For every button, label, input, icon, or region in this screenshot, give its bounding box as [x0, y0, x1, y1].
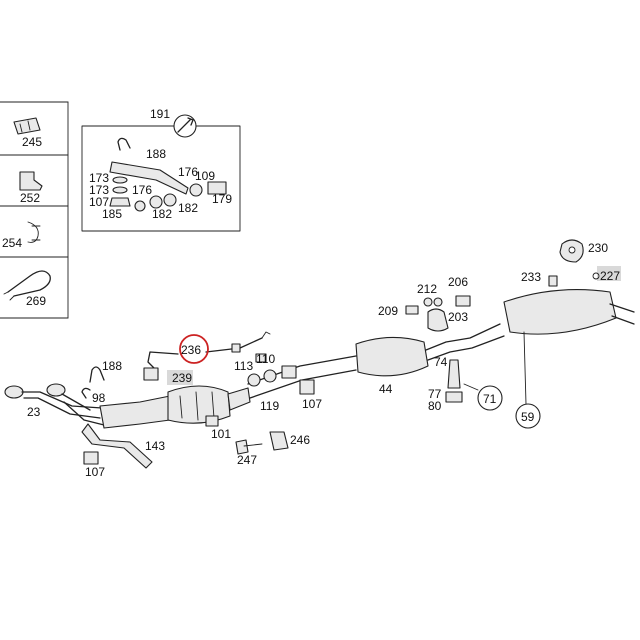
part-233: [548, 275, 558, 287]
label-101: 101: [211, 427, 231, 441]
label-236: 236: [181, 343, 201, 357]
label-23: 23: [27, 405, 41, 419]
label-179: 179: [212, 192, 232, 206]
circle-71: [477, 385, 503, 411]
label-110: 110: [256, 352, 275, 366]
rubber-mount-203: [427, 308, 449, 332]
exhaust-assembly: 23 98 188 239 236 110 113 119 107: [4, 289, 635, 479]
part-230: [559, 239, 584, 263]
label-80: 80: [428, 399, 442, 413]
kit-box-191: 191 188 176 173 173 176 109 179 107 182 …: [81, 107, 241, 232]
gasket-strip: [109, 161, 189, 195]
rear-muffler: [503, 289, 617, 335]
highlight-239: [167, 370, 193, 385]
legend-column: 245 252 254 269: [0, 101, 69, 319]
bracket-252-icon: [19, 171, 43, 191]
label-269: 269: [26, 294, 46, 308]
center-muffler: [355, 336, 429, 377]
label-176b: 176: [132, 183, 152, 197]
label-230: 230: [588, 241, 608, 255]
label-233: 233: [521, 270, 541, 284]
clamp-246: [269, 431, 289, 451]
highlight-227: [597, 266, 621, 281]
label-176a: 176: [178, 165, 198, 179]
label-254: 254: [2, 236, 22, 250]
label-119: 119: [260, 399, 279, 413]
highlight-circle-236: [179, 334, 209, 364]
label-143: 143: [145, 439, 165, 453]
circle-59: [515, 403, 541, 429]
label-227: 227: [600, 269, 620, 283]
label-185: 185: [102, 207, 122, 221]
label-74: 74: [434, 355, 448, 369]
label-188a: 188: [146, 147, 166, 161]
label-191: 191: [150, 107, 170, 121]
label-107a: 107: [89, 195, 109, 209]
label-182a: 182: [178, 201, 198, 215]
label-173a: 173: [89, 171, 109, 185]
clamp-254-icon: [27, 221, 41, 243]
label-182b: 182: [152, 207, 172, 221]
label-113: 113: [234, 359, 253, 373]
label-206: 206: [448, 275, 468, 289]
label-245: 245: [22, 135, 42, 149]
strap-269-icon: [3, 270, 51, 301]
label-44: 44: [379, 382, 393, 396]
bracket-143: [81, 423, 153, 469]
label-252: 252: [20, 191, 40, 205]
label-209: 209: [378, 304, 398, 318]
label-239: 239: [172, 371, 192, 385]
label-77: 77: [428, 387, 442, 401]
label-173b: 173: [89, 183, 109, 197]
label-98: 98: [92, 391, 106, 405]
label-107b: 107: [302, 397, 322, 411]
wrench-icon: [173, 114, 197, 138]
catalytic-converter: [167, 385, 231, 424]
label-188b: 188: [102, 359, 122, 373]
label-107c: 107: [85, 465, 105, 479]
clip-245-icon: [13, 117, 41, 135]
label-71: 71: [483, 392, 497, 406]
label-203: 203: [448, 310, 468, 324]
label-247: 247: [237, 453, 257, 467]
label-212: 212: [417, 282, 437, 296]
sensor-body: [143, 367, 159, 381]
label-246: 246: [290, 433, 310, 447]
label-109: 109: [195, 169, 215, 183]
label-59: 59: [521, 410, 535, 424]
